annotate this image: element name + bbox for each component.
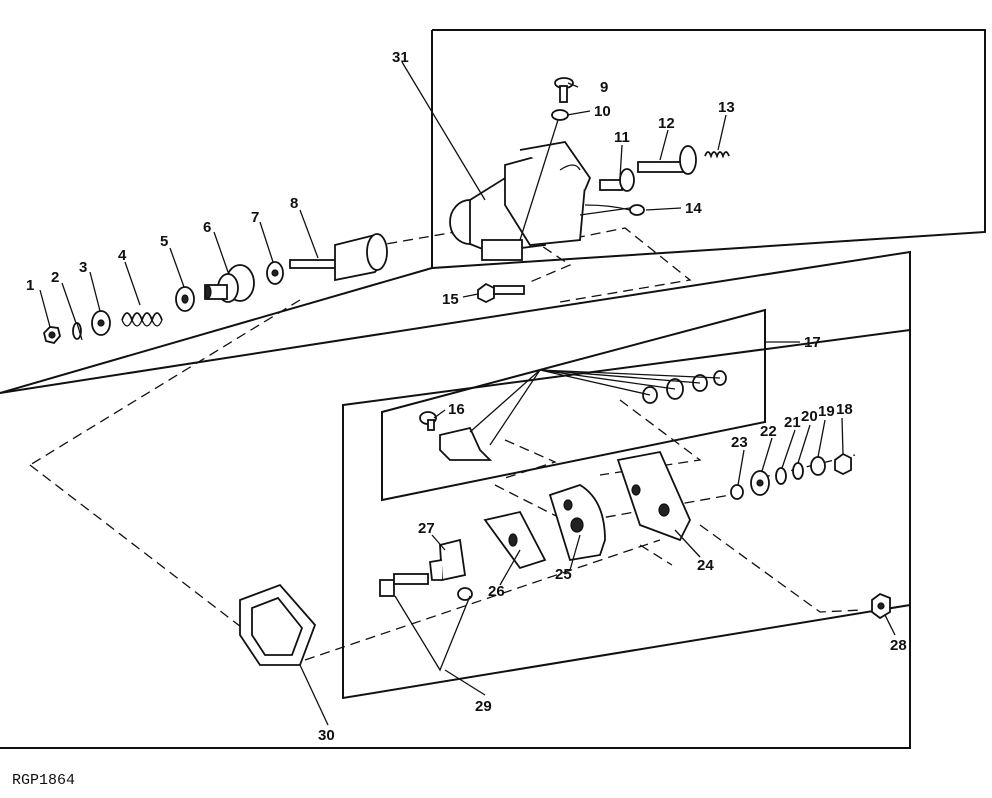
nut-18 [834, 452, 852, 476]
callout-14: 14 [685, 200, 702, 217]
callout-4: 4 [118, 247, 127, 264]
callout-11: 11 [614, 129, 630, 146]
callout-25: 25 [555, 566, 572, 583]
screws-29 [379, 573, 473, 601]
callout-6: 6 [203, 219, 211, 236]
callout-3: 3 [79, 259, 87, 276]
callout-26: 26 [488, 583, 505, 600]
callout-24: 24 [697, 557, 714, 574]
callout-16: 16 [448, 401, 465, 418]
nut-28 [871, 592, 891, 620]
callout-30: 30 [318, 727, 335, 744]
washer-10 [551, 109, 569, 121]
callout-20: 20 [801, 408, 818, 425]
terminal-stud-12 [637, 145, 697, 175]
callout-1: 1 [26, 277, 34, 294]
nut-1 [43, 326, 61, 345]
callout-22: 22 [760, 423, 777, 440]
terminal-11 [599, 168, 635, 192]
leader-lines [39, 61, 896, 726]
callout-29: 29 [475, 698, 492, 715]
bushing-22 [750, 470, 770, 496]
spring-4 [121, 312, 163, 327]
frame-divider [0, 267, 433, 394]
wire-lead-14 [584, 204, 645, 216]
callout-labels: 1 2 3 4 5 6 7 8 9 10 11 12 13 14 15 16 1… [26, 49, 907, 744]
callout-2: 2 [51, 269, 59, 286]
gasket-30 [239, 583, 317, 666]
callout-21: 21 [784, 414, 801, 431]
callout-7: 7 [251, 209, 259, 226]
bracket-16 [419, 411, 493, 461]
callout-5: 5 [160, 233, 168, 250]
bracket-27 [429, 538, 467, 582]
cap-screw-15 [477, 282, 525, 304]
gasket-26 [483, 510, 547, 570]
kit-frame-17 [381, 308, 766, 502]
callout-9: 9 [600, 79, 608, 96]
plate-24 [616, 450, 691, 542]
callout-28: 28 [890, 637, 907, 654]
callout-18: 18 [836, 401, 853, 418]
solenoid-31 [449, 141, 631, 261]
solenoid-assembly-frame [431, 29, 986, 270]
washer-20 [792, 462, 804, 480]
plate-25 [548, 484, 606, 562]
callout-17: 17 [804, 334, 821, 351]
pin-2 [72, 322, 83, 341]
callout-13: 13 [718, 99, 735, 116]
kit-frame-29 [342, 328, 911, 700]
lockwasher-19 [810, 456, 826, 476]
plunger-8 [289, 233, 388, 282]
callout-8: 8 [290, 195, 298, 212]
callout-19: 19 [818, 403, 835, 420]
washer-3 [91, 310, 111, 336]
figure-code: RGP1864 [12, 772, 75, 789]
washer-23 [730, 484, 744, 500]
washer-21 [775, 467, 787, 485]
callout-31: 31 [392, 49, 409, 66]
callout-27: 27 [418, 520, 435, 537]
callout-15: 15 [442, 291, 459, 308]
callout-10: 10 [594, 103, 611, 120]
callout-12: 12 [658, 115, 675, 132]
washer-7 [266, 261, 284, 285]
screw-9 [554, 77, 574, 103]
spring-13 [704, 151, 730, 159]
washer-5 [175, 286, 195, 312]
bushing-6 [204, 264, 255, 303]
callout-23: 23 [731, 434, 748, 451]
